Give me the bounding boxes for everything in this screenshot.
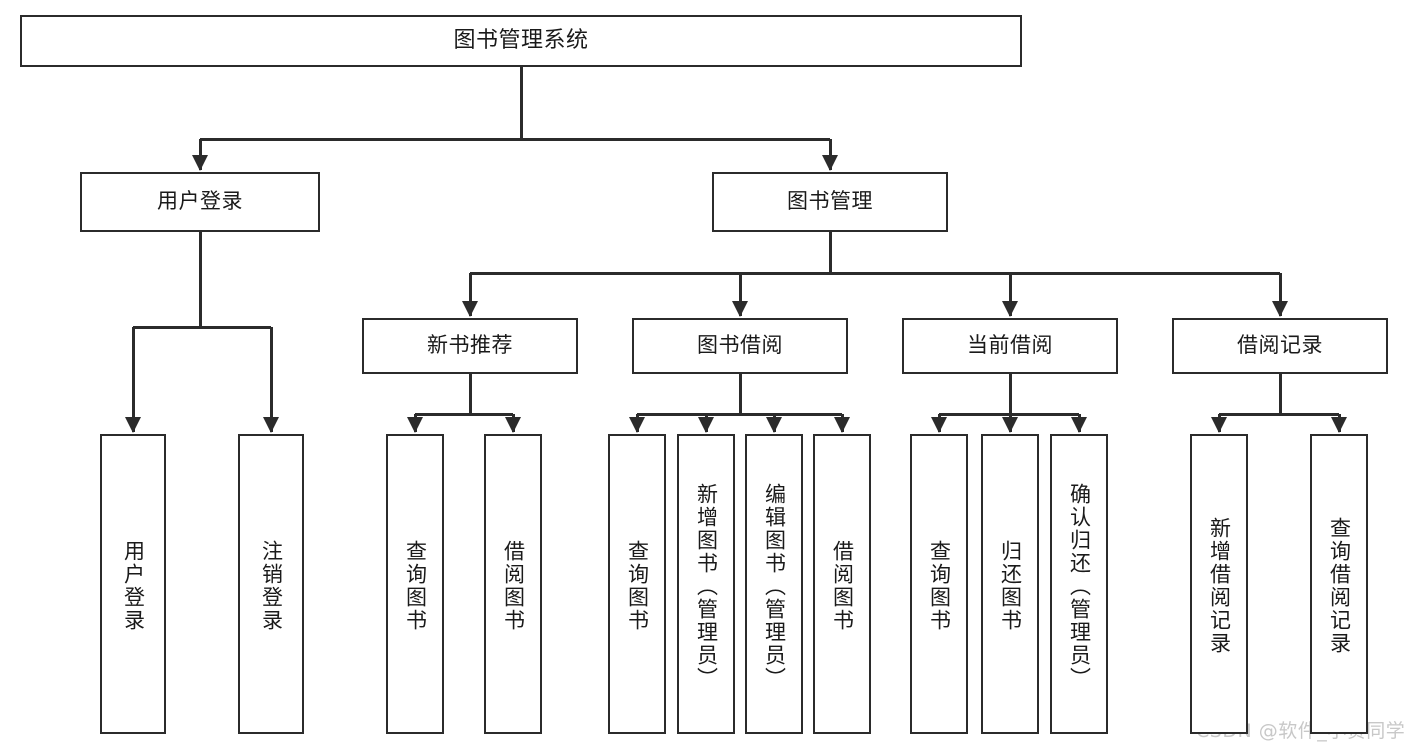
node-nb-borrow-book-label: 借阅图书 — [501, 540, 526, 632]
arrow-head-bb-borrow-book-icon — [834, 417, 850, 433]
connector-book-borrow-stem — [738, 374, 742, 414]
node-nb-query-book-label: 查询图书 — [403, 540, 428, 632]
arrow-head-user-login-icon — [192, 155, 208, 171]
node-cb-confirm-ret[interactable]: 确认归还（管理员） — [1050, 434, 1108, 734]
node-bb-add-book[interactable]: 新增图书（管理员） — [677, 434, 735, 734]
node-bb-borrow-book[interactable]: 借阅图书 — [813, 434, 871, 734]
connector-borrow-record-bus — [1219, 412, 1339, 416]
arrow-head-cb-return-book-icon — [1002, 417, 1018, 433]
connector-user-login-bus — [133, 325, 271, 329]
connector-new-book-recommend-bus — [415, 412, 513, 416]
node-bb-edit-book-label: 编辑图书（管理员） — [762, 482, 787, 690]
connector-to-user-login-do — [131, 327, 135, 432]
arrow-head-borrow-record-icon — [1272, 301, 1288, 317]
connector-root-bus — [200, 137, 830, 141]
node-cb-return-book-label: 归还图书 — [998, 540, 1023, 632]
arrow-head-current-borrow-icon — [1002, 301, 1018, 317]
node-bb-add-book-label: 新增图书（管理员） — [694, 482, 719, 690]
node-user-logout[interactable]: 注销登录 — [238, 434, 304, 734]
connector-to-book-borrow — [738, 273, 742, 316]
arrow-head-cb-confirm-ret-icon — [1071, 417, 1087, 433]
arrow-head-book-manage-icon — [822, 155, 838, 171]
node-bb-query-book-label: 查询图书 — [625, 540, 650, 632]
connector-to-current-borrow — [1008, 273, 1012, 316]
arrow-head-new-book-recommend-icon — [462, 301, 478, 317]
arrow-head-cb-query-book-icon — [931, 417, 947, 433]
arrow-head-br-query-record-icon — [1331, 417, 1347, 433]
node-book-borrow-label: 图书借阅 — [697, 333, 783, 358]
connector-root-stem — [519, 67, 523, 139]
node-user-login-label: 用户登录 — [157, 189, 243, 214]
node-user-login[interactable]: 用户登录 — [80, 172, 320, 232]
arrow-head-nb-borrow-book-icon — [505, 417, 521, 433]
node-borrow-record[interactable]: 借阅记录 — [1172, 318, 1388, 374]
node-bb-borrow-book-label: 借阅图书 — [830, 540, 855, 632]
node-book-manage[interactable]: 图书管理 — [712, 172, 948, 232]
connector-to-book-manage — [828, 139, 832, 170]
connector-to-new-book-recommend — [468, 273, 472, 316]
arrow-head-br-add-record-icon — [1211, 417, 1227, 433]
node-new-book-recommend[interactable]: 新书推荐 — [362, 318, 578, 374]
node-br-add-record-label: 新增借阅记录 — [1207, 517, 1232, 655]
node-current-borrow-label: 当前借阅 — [967, 333, 1053, 358]
arrow-head-user-logout-icon — [263, 417, 279, 433]
node-bb-edit-book[interactable]: 编辑图书（管理员） — [745, 434, 803, 734]
node-borrow-record-label: 借阅记录 — [1237, 333, 1323, 358]
connector-user-login-stem — [198, 232, 202, 327]
arrow-head-bb-add-book-icon — [698, 417, 714, 433]
node-user-logout-label: 注销登录 — [259, 540, 284, 632]
connector-to-user-logout — [269, 327, 273, 432]
connector-new-book-recommend-stem — [468, 374, 472, 414]
arrow-head-bb-edit-book-icon — [766, 417, 782, 433]
arrow-head-nb-query-book-icon — [407, 417, 423, 433]
node-root-label: 图书管理系统 — [453, 27, 589, 53]
node-nb-query-book[interactable]: 查询图书 — [386, 434, 444, 734]
node-br-query-record-label: 查询借阅记录 — [1327, 517, 1352, 655]
node-br-add-record[interactable]: 新增借阅记录 — [1190, 434, 1248, 734]
node-book-manage-label: 图书管理 — [787, 189, 873, 214]
node-nb-borrow-book[interactable]: 借阅图书 — [484, 434, 542, 734]
arrow-head-user-login-do-icon — [125, 417, 141, 433]
arrow-head-book-borrow-icon — [732, 301, 748, 317]
node-current-borrow[interactable]: 当前借阅 — [902, 318, 1118, 374]
connector-book-manage-bus — [470, 271, 1280, 275]
connector-book-manage-stem — [828, 232, 832, 273]
connector-borrow-record-stem — [1278, 374, 1282, 414]
node-bb-query-book[interactable]: 查询图书 — [608, 434, 666, 734]
node-br-query-record[interactable]: 查询借阅记录 — [1310, 434, 1368, 734]
node-root[interactable]: 图书管理系统 — [20, 15, 1022, 67]
node-cb-confirm-ret-label: 确认归还（管理员） — [1067, 482, 1092, 690]
node-new-book-recommend-label: 新书推荐 — [427, 333, 513, 358]
node-book-borrow[interactable]: 图书借阅 — [632, 318, 848, 374]
node-cb-query-book-label: 查询图书 — [927, 540, 952, 632]
arrow-head-bb-query-book-icon — [629, 417, 645, 433]
node-cb-return-book[interactable]: 归还图书 — [981, 434, 1039, 734]
node-user-login-do[interactable]: 用户登录 — [100, 434, 166, 734]
connector-to-user-login — [198, 139, 202, 170]
connector-to-borrow-record — [1278, 273, 1282, 316]
connector-current-borrow-stem — [1008, 374, 1012, 414]
connector-book-borrow-bus — [637, 412, 842, 416]
node-user-login-do-label: 用户登录 — [121, 540, 146, 632]
node-cb-query-book[interactable]: 查询图书 — [910, 434, 968, 734]
